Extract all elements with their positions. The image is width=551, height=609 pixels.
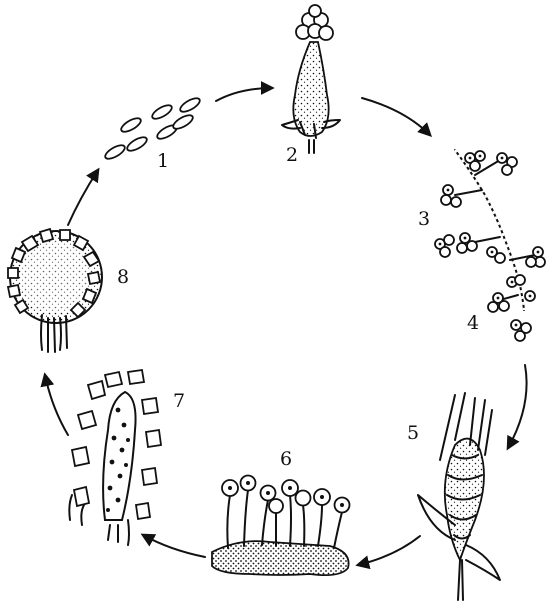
arrow-7-to-8 (45, 375, 68, 435)
stage-label-1: 1 (157, 152, 169, 171)
arrow-1-to-2 (216, 88, 272, 101)
stage-label-3: 3 (418, 210, 430, 229)
stage-label-2: 2 (286, 146, 298, 165)
arrow-8-to-1 (68, 170, 98, 225)
stage-7-perithecium (69, 370, 161, 545)
stage-8-pycnidium (8, 229, 102, 352)
stage-3-4-spore-branch (435, 150, 545, 341)
arrow-4-to-5 (508, 365, 527, 448)
stage-label-8: 8 (117, 268, 129, 287)
stage-label-5: 5 (407, 424, 419, 443)
stage-label-4: 4 (467, 314, 479, 333)
stage-1-spores (103, 96, 202, 162)
stage-6-sclerotium (212, 476, 350, 576)
arrow-6-to-7 (143, 535, 205, 557)
arrow-2-to-3 (362, 98, 430, 135)
stage-2-infected-flower (282, 5, 340, 153)
arrow-5-to-6 (358, 536, 420, 565)
stage-5-wheat-ear (418, 393, 500, 600)
stage-label-7: 7 (173, 392, 185, 411)
stage-label-6: 6 (280, 450, 292, 469)
